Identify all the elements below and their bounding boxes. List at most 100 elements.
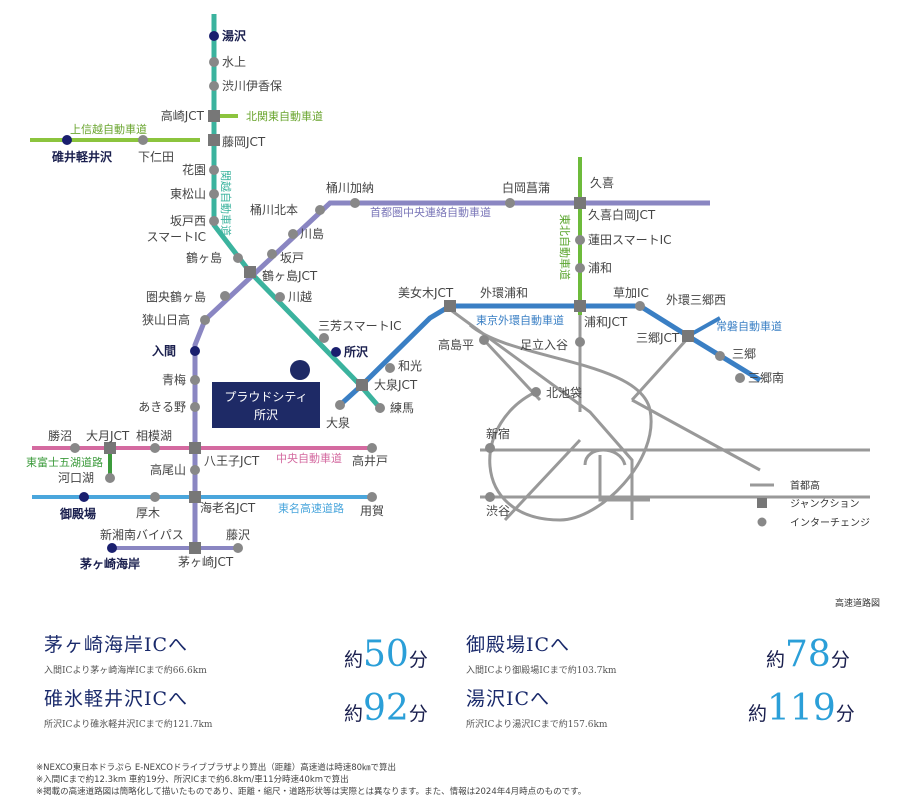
label-takasaki-jct: 高崎JCT: [161, 108, 205, 123]
label-shinjuku: 新宿: [486, 426, 510, 441]
route-chigasaki: 茅ヶ崎海岸ICへ 入間ICより茅ヶ崎海岸ICまで約66.6km 約50分: [44, 630, 436, 680]
label-gaikan: 東京外環自動車道: [476, 313, 564, 327]
label-oizumi: 大泉: [326, 416, 350, 430]
shutoko-lines: [447, 306, 870, 522]
label-higashifuji: 東富士五湖道路: [26, 455, 103, 469]
label-chigasaki-kaigan: 茅ヶ崎海岸: [80, 556, 140, 571]
label-chuo: 中央自動車道: [276, 451, 342, 465]
interchange-dots: [70, 57, 745, 553]
label-hachioji-jct: 八王子JCT: [204, 454, 260, 468]
route-subtitle: 入間ICより御殿場ICまで約103.7km: [466, 666, 617, 676]
route-usui: 碓氷軽井沢ICへ 所沢ICより碓氷軽井沢ICまで約121.7km 約92分: [44, 684, 436, 734]
label-okegawa-kitamoto: 桶川北本: [250, 202, 298, 217]
footnote: ※NEXCO東日本ドラぷら E-NEXCOドライブプラザより算出（距離）高速道は…: [36, 763, 397, 773]
route-subtitle: 入間ICより茅ヶ崎海岸ICまで約66.6km: [44, 666, 207, 676]
route-title: 茅ヶ崎海岸ICへ: [44, 634, 189, 656]
label-joshinetsu: 上信越自動車道: [70, 122, 147, 136]
legend-junction: ジャンクション: [790, 498, 860, 510]
label-oizumi-jct: 大泉JCT: [374, 378, 418, 392]
label-tokorozawa: 所沢: [344, 344, 369, 359]
map-legend: 首都高 ジャンクション インターチェンジ: [750, 479, 870, 529]
label-ome: 青梅: [162, 372, 186, 387]
label-takaoyama: 高尾山: [150, 462, 186, 477]
label-atsugi: 厚木: [136, 506, 160, 520]
label-joban: 常磐自動車道: [716, 319, 782, 333]
major-interchange-dots: [62, 31, 341, 553]
route-subtitle: 所沢ICより碓氷軽井沢ICまで約121.7km: [44, 720, 213, 730]
label-usui: 碓井軽井沢: [52, 149, 113, 164]
label-miyoshi: 三芳スマートIC: [318, 319, 402, 333]
label-wako: 和光: [398, 359, 422, 373]
label-misato-jct: 三郷JCT: [636, 331, 680, 345]
label-kawajima: 川島: [300, 226, 324, 241]
label-yuzawa: 湯沢: [222, 28, 247, 43]
label-kuki-shiraoka-jct: 久喜白岡JCT: [588, 207, 656, 222]
label-iruma: 入間: [152, 344, 176, 358]
route-title: 湯沢ICへ: [466, 688, 551, 710]
route-time: 約92分: [344, 688, 428, 729]
route-minutes: 50: [363, 634, 409, 675]
label-hasuda: 蓮田スマートIC: [588, 233, 672, 247]
route-gotemba: 御殿場ICへ 入間ICより御殿場ICまで約103.7km 約78分: [466, 630, 858, 680]
label-tsurugashima-jct: 鶴ヶ島JCT: [262, 268, 318, 283]
label-ebina-jct: 海老名JCT: [200, 500, 256, 515]
label-adachi: 足立入谷: [520, 337, 568, 352]
footnote: ※掲載の高速道路図は簡略化して描いたものであり、距離・縮尺・道路形状等は実際とは…: [36, 787, 587, 797]
label-takaido: 高井戸: [352, 453, 388, 468]
route-time: 約119分: [748, 688, 855, 729]
label-gaikan-misato: 外環三郷西: [666, 293, 726, 307]
label-bijogi-jct: 美女木JCT: [398, 285, 454, 300]
label-shibuya: 渋谷: [486, 504, 510, 518]
route-minutes: 92: [363, 688, 409, 729]
label-minakami: 水上: [222, 55, 246, 69]
route-title: 御殿場ICへ: [466, 634, 571, 656]
label-katsunuma: 勝沼: [48, 428, 72, 443]
label-ken-o-tsurugashima: 圏央鶴ヶ島: [146, 289, 206, 304]
property-city: 所沢: [254, 408, 278, 422]
label-hanazono: 花園: [182, 162, 206, 177]
label-shiraoka: 白岡菖蒲: [502, 180, 550, 195]
label-nerima: 練馬: [390, 401, 414, 415]
label-kuki: 久喜: [590, 176, 614, 190]
route-subtitle: 所沢ICより湯沢ICまで約157.6km: [466, 720, 608, 730]
label-urawa-jct: 浦和JCT: [584, 315, 628, 329]
label-gotemba: 御殿場: [59, 506, 96, 521]
label-misato-minami: 三郷南: [748, 370, 784, 385]
label-shimonita: 下仁田: [138, 150, 174, 164]
property-dot: [290, 360, 310, 380]
label-tsurugashima: 鶴ヶ島: [186, 250, 222, 265]
label-kanetsu: 関越自動車道: [219, 170, 233, 236]
footnotes: ※NEXCO東日本ドラぷら E-NEXCOドライブプラザより算出（距離）高速道は…: [36, 762, 586, 798]
label-okegawa-kano: 桶川加納: [326, 180, 374, 195]
label-smart-ic: スマートIC: [146, 230, 206, 244]
label-kawagoe: 川越: [288, 290, 312, 304]
label-sakadonishi: 坂戸西: [170, 214, 206, 228]
label-soka: 草加IC: [613, 286, 649, 300]
label-gaikan-urawa: 外環浦和: [480, 286, 528, 300]
route-time: 約50分: [344, 634, 428, 675]
label-tomei: 東名高速道路: [278, 501, 344, 515]
label-otsuki-jct: 大月JCT: [86, 429, 130, 443]
route-title: 碓氷軽井沢ICへ: [44, 688, 189, 710]
label-sagamiko: 相模湖: [136, 428, 172, 443]
label-shinshonan: 新湘南バイパス: [100, 527, 184, 542]
label-shibukawa: 渋川伊香保: [222, 79, 282, 93]
label-sayama-hidaka: 狭山日高: [142, 312, 190, 327]
label-kawaguchiko: 河口湖: [58, 470, 94, 485]
route-minutes: 78: [785, 634, 831, 675]
property-box: [212, 382, 320, 428]
route-time: 約78分: [766, 634, 850, 675]
route-minutes: 119: [767, 688, 836, 729]
label-takashimadaira: 高島平: [438, 337, 474, 352]
label-chigasaki-jct: 茅ヶ崎JCT: [178, 555, 234, 569]
label-kitakanto: 北関東自動車道: [246, 109, 323, 123]
label-yoga: 用賀: [360, 504, 384, 518]
label-fujioka-jct: 藤岡JCT: [222, 135, 266, 149]
legend-shutoko: 首都高: [790, 479, 820, 492]
label-sakado: 坂戸: [280, 251, 304, 265]
label-urawa: 浦和: [588, 261, 612, 275]
legend-interchange: インターチェンジ: [790, 517, 870, 529]
highway-map: プラウドシティ 所沢 湯沢 水上 渋川伊香保 高崎JCT 藤岡JCT 碓井軽井沢…: [26, 14, 870, 571]
label-misato: 三郷: [732, 347, 756, 361]
label-higashimatsuyama: 東松山: [170, 187, 206, 201]
